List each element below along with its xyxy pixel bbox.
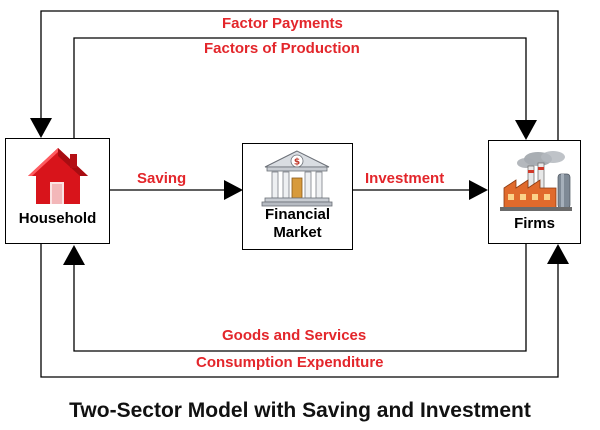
- factor-payments-label: Factor Payments: [222, 15, 343, 32]
- factors-of-production-label: Factors of Production: [204, 40, 360, 57]
- household-label: Household: [18, 210, 97, 227]
- factory-icon: [500, 151, 572, 211]
- goods-services-line: [73, 244, 527, 352]
- consumption-expenditure-label: Consumption Expenditure: [196, 354, 384, 371]
- arrowhead-consumption: [547, 244, 569, 264]
- factor-payments-line: [40, 10, 559, 140]
- financial-market-label-line2: Market: [273, 224, 322, 241]
- arrowhead-investment: [469, 180, 488, 200]
- goods-and-services-label: Goods and Services: [222, 327, 367, 344]
- financial-market-label-line1: Financial: [264, 206, 331, 223]
- factors-production-line: [73, 37, 527, 138]
- arrowhead-saving: [224, 180, 243, 200]
- svg-text:$: $: [294, 158, 300, 168]
- investment-label: Investment: [365, 170, 445, 187]
- house-icon: [28, 148, 88, 204]
- consumption-line: [40, 244, 559, 378]
- financial-market-label: Financial Market: [243, 206, 352, 242]
- saving-label: Saving: [137, 170, 187, 187]
- arrowhead-goods-services: [63, 245, 85, 265]
- firms-label: Firms: [514, 215, 555, 232]
- arrowhead-factor-payments: [30, 118, 52, 138]
- bank-icon: $: [261, 150, 333, 207]
- arrowhead-factors-production: [515, 120, 537, 140]
- diagram-title: Two-Sector Model with Saving and Investm…: [69, 399, 531, 422]
